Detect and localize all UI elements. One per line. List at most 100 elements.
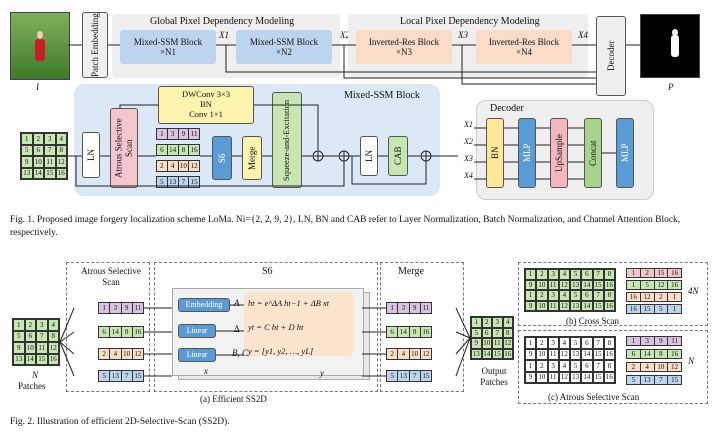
grid-cell: 6 <box>581 360 593 372</box>
grid-cell: 3 <box>547 360 559 372</box>
grid-cell: 9 <box>525 371 537 383</box>
row-cell: 11 <box>134 304 142 312</box>
row-cell: 13 <box>168 177 179 187</box>
row-cell: 11 <box>671 337 678 345</box>
fig1-caption: Fig. 1. Proposed image forgery localizat… <box>10 215 681 238</box>
grid-cell: 11 <box>36 342 48 354</box>
row-cell: 15 <box>134 372 142 380</box>
row-cell: 7 <box>179 177 190 187</box>
grid-cell: 15 <box>36 353 48 365</box>
row-cell: 16 <box>190 146 198 154</box>
grid-cell: 7 <box>592 360 604 372</box>
linear2-label: Linear <box>186 350 208 360</box>
row-cell: 8 <box>122 327 133 337</box>
row-cell: 3 <box>398 303 410 313</box>
eq1: ht = e^ΔA ht−1 + ΔB xt <box>248 298 330 308</box>
grid-cell: 4 <box>558 269 570 280</box>
mixed-ssm-1-label: Mixed-SSM Block <box>133 36 203 47</box>
grid-cell: 2 <box>536 337 548 349</box>
decoder-connectors <box>474 127 616 180</box>
linear1-label: Linear <box>186 326 208 336</box>
grid-cell: 15 <box>592 348 604 360</box>
grid-cell: 5 <box>570 337 582 349</box>
grid-cell: 15 <box>492 348 503 359</box>
row-cell: 8 <box>655 350 669 358</box>
row-cell: 6 <box>627 350 641 358</box>
grid-cell: 1 <box>525 269 537 280</box>
fig2-caption: Fig. 2. Illustration of efficient 2D-Sel… <box>10 417 230 427</box>
x-label: x <box>204 366 208 376</box>
atrous-scan-panel-label: (c) Atrous Selective Scan <box>548 392 640 402</box>
embedding-label: Embedding <box>185 300 223 310</box>
grid-cell: 2 <box>481 317 492 328</box>
x1-label: X1 <box>219 30 229 40</box>
efficient-ss2d-label: (a) Efficient SS2D <box>200 394 267 404</box>
grid-cell: 12 <box>502 338 513 349</box>
grid-cell: 11 <box>492 338 503 349</box>
grid-cell: 6 <box>32 144 44 156</box>
grid-cell: 10 <box>536 279 548 290</box>
grid-cell: 12 <box>55 156 67 168</box>
row-cell: 16 <box>422 328 430 336</box>
mixed-ssm-2-count: ×N2 <box>275 47 293 57</box>
grid-cell: 2 <box>536 360 548 372</box>
cross-scan-panel <box>518 262 708 326</box>
merge-dashed-region <box>380 262 464 392</box>
row-cell: 11 <box>190 130 198 138</box>
grid-cell: 9 <box>21 156 33 168</box>
mixed-ssm-block-1: Mixed-SSM Block ×N1 <box>120 30 216 64</box>
row-cell: 1 <box>627 337 641 345</box>
grid-cell: 6 <box>24 330 36 342</box>
grid-cell: 9 <box>525 279 537 290</box>
grid-cell: 1 <box>21 133 33 145</box>
inverted-res-block-2: Inverted-Res Block ×N4 <box>476 30 572 64</box>
top-connectors <box>68 44 640 85</box>
a-label: A <box>234 298 240 308</box>
linear1-box: Linear <box>178 324 216 338</box>
grid-cell: 15 <box>592 300 604 311</box>
grid-cell: 14 <box>481 348 492 359</box>
n2-label: N <box>688 356 695 366</box>
row-cell: 1 <box>157 129 168 139</box>
grid-cell: 15 <box>592 371 604 383</box>
row-cell: 15 <box>655 269 669 277</box>
grid-cell: 13 <box>13 353 25 365</box>
row-cell: 2 <box>627 363 641 371</box>
grid-cell: 1 <box>13 319 25 331</box>
atrous-title-fig2: Atrous Selective Scan <box>81 266 141 287</box>
mixed-ssm-block-2: Mixed-SSM Block ×N2 <box>236 30 332 64</box>
row-cell: 1 <box>387 303 399 313</box>
row-cell: 10 <box>179 161 190 171</box>
row-cell: 15 <box>190 178 198 186</box>
grid-cell: 10 <box>536 300 548 311</box>
linear2-box: Linear <box>178 348 216 362</box>
grid-cell: 16 <box>502 348 513 359</box>
grid-cell: 13 <box>21 167 33 179</box>
grid-cell: 5 <box>570 290 582 301</box>
mixed-ssm-2-label: Mixed-SSM Block <box>249 36 319 47</box>
row-cell: 14 <box>110 327 122 337</box>
x4-label: X4 <box>578 30 588 40</box>
grid-cell: 3 <box>547 290 559 301</box>
inv-res-2-count: ×N4 <box>515 47 533 57</box>
conv1-label: Conv 1×1 <box>189 108 223 119</box>
row-cell: 4 <box>110 349 122 359</box>
row-cell: 6 <box>157 145 168 155</box>
grid-cell: 10 <box>536 348 548 360</box>
grid-cell: 12 <box>558 300 570 311</box>
grid-cell: 11 <box>547 279 559 290</box>
decoder-detail-title: Decoder <box>490 103 524 114</box>
s6-equation-panel <box>244 292 354 356</box>
s6-dashed-region <box>154 262 378 392</box>
row-cell: 12 <box>671 363 679 371</box>
row-cell: 5 <box>655 305 669 313</box>
grid-cell: 1 <box>525 290 537 301</box>
dwconv-label: DWConv 3×3 <box>182 89 230 100</box>
grid-cell: 4 <box>502 317 513 328</box>
grid-cell: 10 <box>536 371 548 383</box>
